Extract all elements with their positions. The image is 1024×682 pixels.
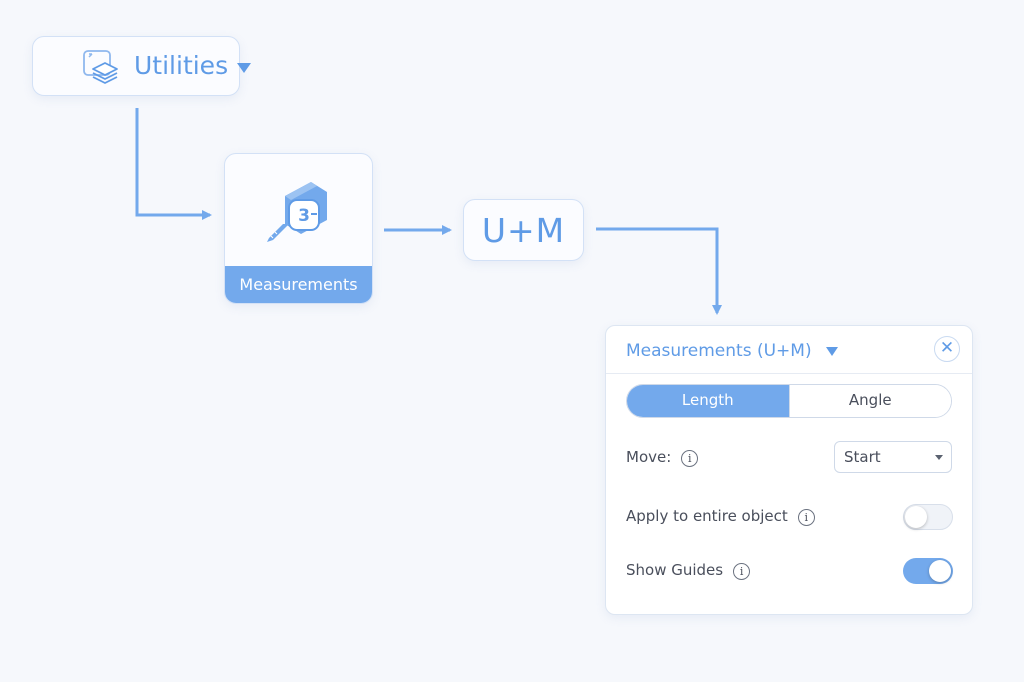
apply-entire-row: Apply to entire object i bbox=[626, 507, 815, 526]
move-select-value: Start bbox=[844, 448, 881, 466]
chevron-down-icon bbox=[237, 63, 251, 73]
tab-angle[interactable]: Angle bbox=[788, 385, 951, 417]
show-guides-toggle[interactable] bbox=[903, 558, 953, 584]
panel-header: Measurements (U+M) ✕ bbox=[606, 326, 972, 374]
svg-text:3: 3 bbox=[298, 206, 310, 226]
utilities-menu-button[interactable]: Utilities bbox=[32, 36, 251, 96]
arrow-utilities-to-measurements bbox=[135, 108, 212, 220]
toggle-knob bbox=[905, 506, 927, 528]
shortcut-label: U+M bbox=[481, 211, 566, 250]
measurements-tool-button[interactable]: 3 Measurements bbox=[224, 153, 373, 304]
chevron-down-icon bbox=[935, 455, 943, 460]
mode-segmented-control: Length Angle bbox=[626, 384, 952, 418]
arrow-shortcut-to-panel bbox=[596, 227, 722, 315]
shortcut-key-badge: U+M bbox=[463, 199, 584, 261]
tab-length[interactable]: Length bbox=[627, 385, 789, 417]
utilities-label: Utilities bbox=[134, 51, 229, 80]
tape-measure-icon: 3 bbox=[265, 174, 337, 254]
info-icon[interactable]: i bbox=[733, 563, 751, 580]
layers-icon bbox=[81, 49, 121, 89]
move-row: Move: i bbox=[626, 448, 699, 467]
chevron-down-icon[interactable] bbox=[826, 347, 838, 356]
apply-entire-toggle[interactable] bbox=[903, 504, 953, 530]
info-icon[interactable]: i bbox=[681, 450, 699, 467]
move-select[interactable]: Start bbox=[834, 441, 952, 473]
measurements-label: Measurements bbox=[225, 266, 372, 303]
close-icon[interactable]: ✕ bbox=[934, 336, 960, 362]
info-icon[interactable]: i bbox=[797, 509, 815, 526]
move-label: Move: bbox=[626, 448, 672, 466]
toggle-knob bbox=[929, 560, 951, 582]
measurements-panel: Measurements (U+M) ✕ Length Angle Move: i… bbox=[605, 325, 973, 615]
apply-entire-label: Apply to entire object bbox=[626, 507, 788, 525]
panel-title[interactable]: Measurements (U+M) bbox=[626, 341, 812, 361]
show-guides-label: Show Guides bbox=[626, 561, 724, 579]
show-guides-row: Show Guides i bbox=[626, 561, 751, 580]
